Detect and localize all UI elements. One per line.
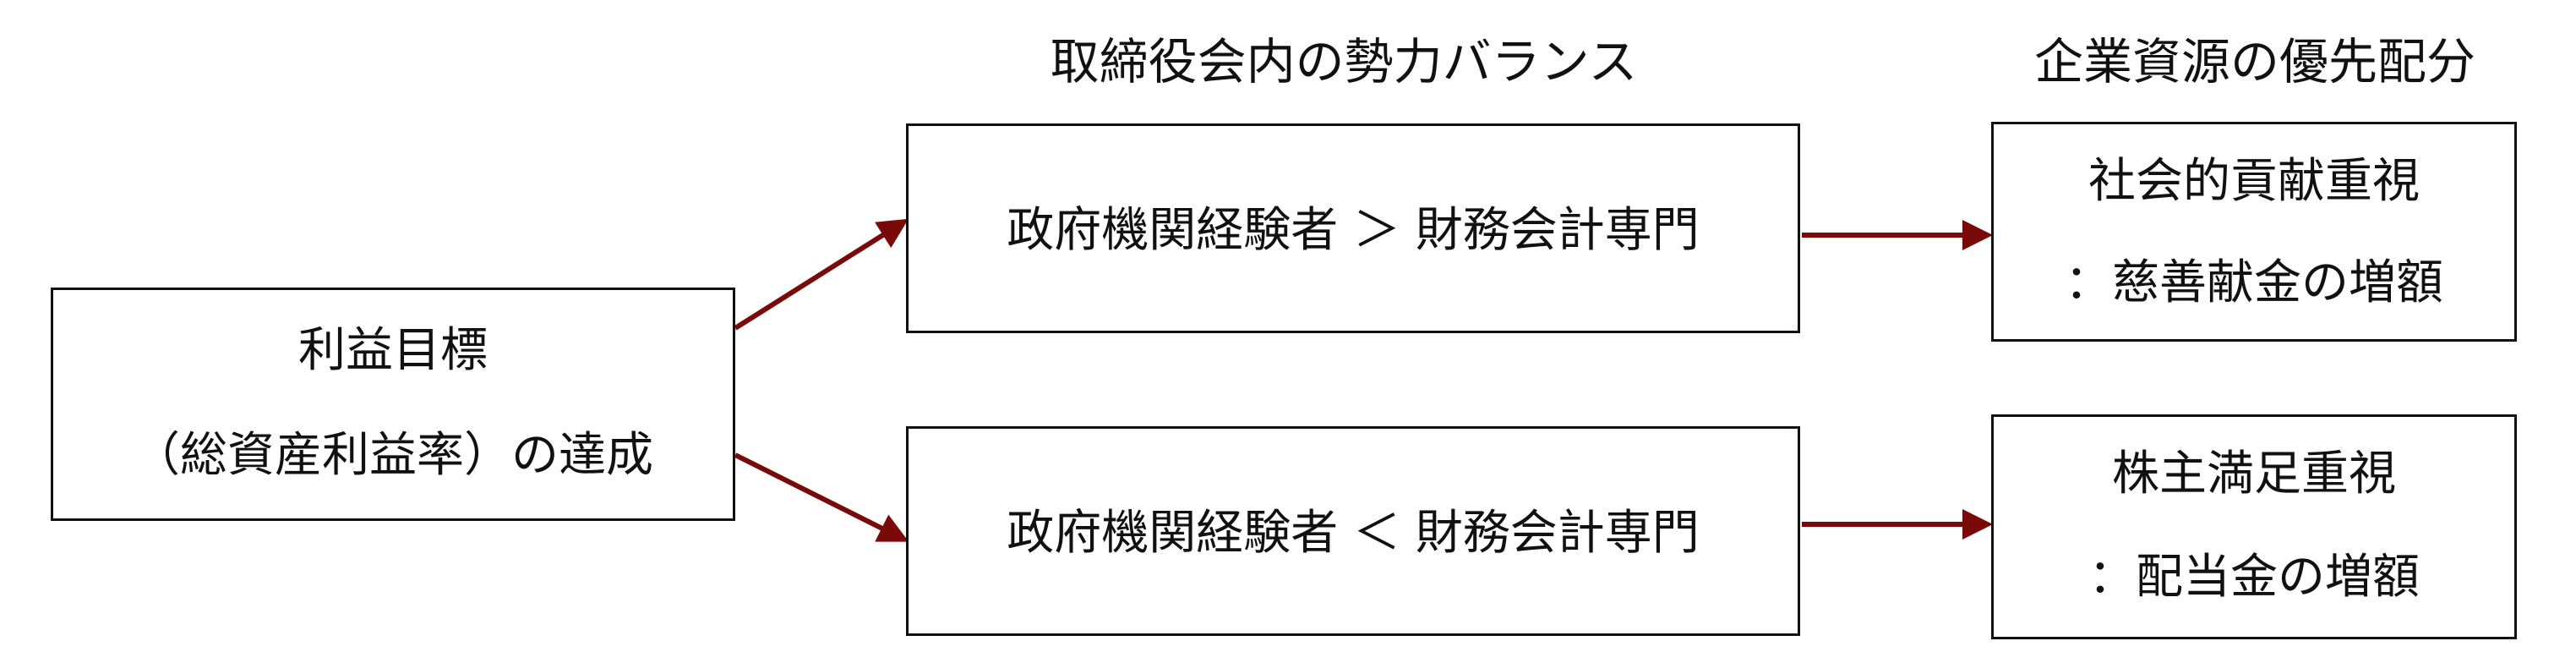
header-resource-priority: 企業資源の優先配分 bbox=[2033, 33, 2476, 90]
header-board-balance: 取締役会内の勢力バランス bbox=[1050, 33, 1638, 90]
outcome-shareholder-line-1: 株主満足重視 bbox=[2112, 447, 2396, 501]
source-profit-target-box: 利益目標 （総資産利益率）の達成 bbox=[51, 288, 735, 521]
balance-top-box: 政府機関経験者 ＞ 財務会計専門 bbox=[906, 123, 1800, 333]
outcome-shareholder-line-2: ：配当金の増額 bbox=[2088, 550, 2420, 605]
arrow-source-to-bottom-balance bbox=[734, 452, 909, 542]
source-line-1: 利益目標 bbox=[298, 323, 488, 378]
outcome-shareholder-box: 株主満足重視 ：配当金の増額 bbox=[1991, 414, 2517, 639]
arrow-source-to-top-balance bbox=[734, 218, 909, 331]
outcome-social-line-2: ：慈善献金の増額 bbox=[2065, 255, 2443, 310]
source-line-2: （総資産利益率）の達成 bbox=[133, 428, 653, 483]
outcome-social-line-1: 社会的貢献重視 bbox=[2088, 154, 2420, 209]
balance-bottom-box: 政府機関経験者 ＜ 財務会計専門 bbox=[906, 426, 1800, 636]
balance-top-text: 政府機関経験者 ＞ 財務会計専門 bbox=[1007, 203, 1700, 258]
outcome-social-box: 社会的貢献重視 ：慈善献金の増額 bbox=[1991, 122, 2517, 342]
balance-bottom-text: 政府機関経験者 ＜ 財務会計専門 bbox=[1007, 506, 1700, 561]
